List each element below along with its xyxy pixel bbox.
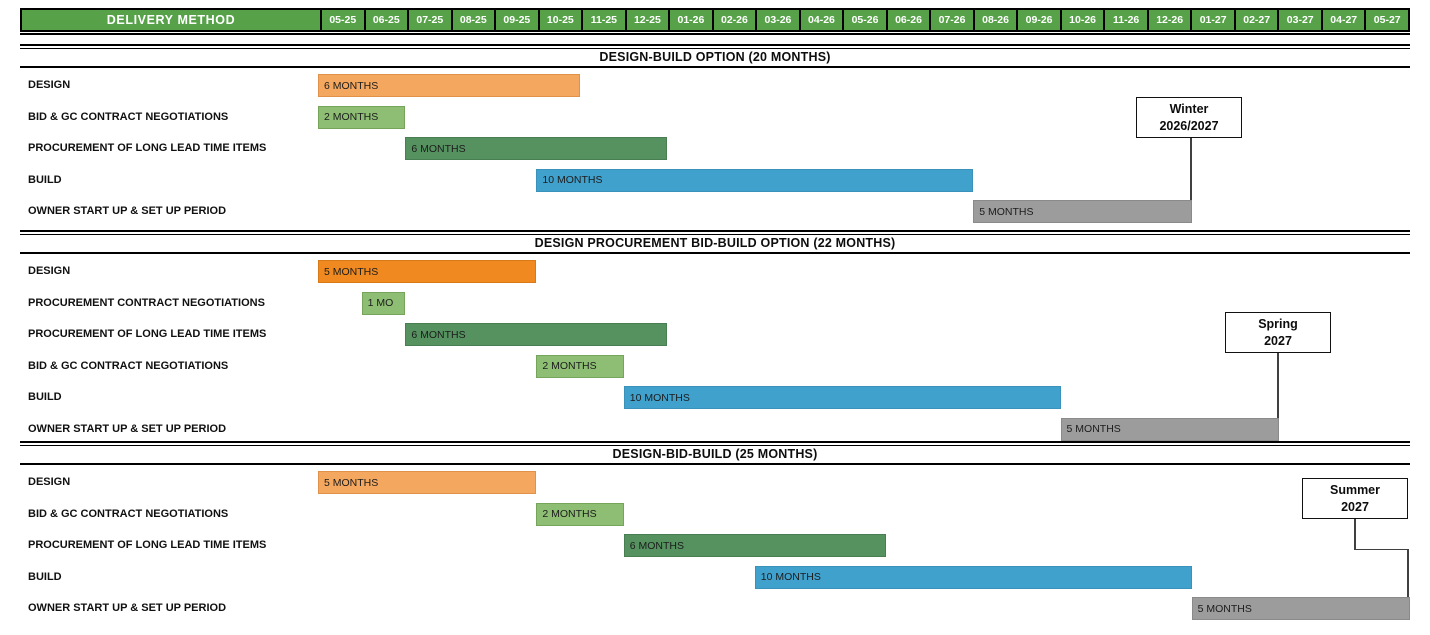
task-label: OWNER START UP & SET UP PERIOD <box>28 422 227 435</box>
month-header-cell: 12-25 <box>624 10 669 30</box>
month-header-cell: 10-25 <box>537 10 582 30</box>
task-label: OWNER START UP & SET UP PERIOD <box>28 602 227 614</box>
gantt-bar: 5 MONTHS <box>318 471 537 494</box>
month-header-cell: 03-26 <box>755 10 799 30</box>
task-label: DESIGN <box>28 265 71 277</box>
month-header-cell: 11-25 <box>581 10 625 30</box>
section-top-rule <box>20 441 1410 446</box>
month-header-cell: 05-25 <box>320 10 364 30</box>
gantt-bar: 5 MONTHS <box>1191 597 1410 620</box>
section-title: DESIGN-BUILD OPTION (20 MONTHS) <box>599 50 831 64</box>
task-label: PROCUREMENT OF LONG LEAD TIME ITEMS <box>28 328 267 340</box>
month-header-cell: 10-26 <box>1059 10 1104 30</box>
task-label: BID & GC CONTRACT NEGOTIATIONS <box>28 110 229 123</box>
gantt-bar: 1 MO <box>361 291 406 315</box>
month-header-cell: 09-26 <box>1016 10 1060 30</box>
gantt-bar: 2 MONTHS <box>536 354 624 378</box>
month-header-cell: 04-26 <box>798 10 843 30</box>
task-label: DESIGN <box>28 79 71 91</box>
month-header-cell: 06-26 <box>885 10 930 30</box>
month-header-cell: 03-27 <box>1277 10 1321 30</box>
section-bottom-rule <box>20 463 1410 465</box>
task-label: BID & GC CONTRACT NEGOTIATIONS <box>28 507 229 520</box>
task-label: BUILD <box>28 173 62 186</box>
month-header-cell: 08-25 <box>450 10 495 30</box>
callout-pointer-line <box>1190 138 1192 200</box>
gantt-bar: 10 MONTHS <box>623 386 1061 409</box>
gantt-bar: 5 MONTHS <box>973 200 1192 223</box>
month-header-cell: 05-26 <box>842 10 886 30</box>
section-bottom-rule <box>20 252 1410 254</box>
task-label: PROCUREMENT OF LONG LEAD TIME ITEMS <box>28 539 267 551</box>
header-underline <box>20 33 1410 35</box>
month-header-cell: 06-25 <box>363 10 408 30</box>
task-label: DESIGN <box>28 476 71 488</box>
section-title: DESIGN PROCUREMENT BID-BUILD OPTION (22 … <box>534 236 896 250</box>
gantt-bar: 5 MONTHS <box>318 260 537 283</box>
section-title: DESIGN-BID-BUILD (25 MONTHS) <box>612 447 818 461</box>
gantt-bar: 2 MONTHS <box>318 105 406 129</box>
callout-season-label: Spring <box>1258 317 1298 332</box>
gantt-bar: 5 MONTHS <box>1060 417 1279 441</box>
section-top-rule <box>20 230 1410 235</box>
month-header-cell: 07-26 <box>929 10 973 30</box>
task-label: PROCUREMENT OF LONG LEAD TIME ITEMS <box>28 142 267 154</box>
callout-year-label: 2027 <box>1264 333 1292 348</box>
month-header-cell: 01-27 <box>1190 10 1234 30</box>
callout-pointer-line <box>1407 548 1409 597</box>
month-header-cell: 09-25 <box>494 10 538 30</box>
month-header-cell: 11-26 <box>1103 10 1147 30</box>
callout-year-label: 2027 <box>1341 499 1369 514</box>
gantt-bar: 10 MONTHS <box>536 168 974 192</box>
month-header-cell: 07-25 <box>407 10 451 30</box>
gantt-bar: 6 MONTHS <box>405 137 668 160</box>
month-header-cell: 02-27 <box>1233 10 1278 30</box>
callout-pointer-line <box>1277 353 1279 418</box>
month-header-cell: 01-26 <box>668 10 712 30</box>
callout-season-label: Winter <box>1169 102 1209 117</box>
callout-season-label: Summer <box>1329 483 1381 498</box>
callout-year-label: 2026/2027 <box>1159 118 1219 133</box>
month-header-cell: 04-27 <box>1320 10 1365 30</box>
task-label: BUILD <box>28 570 62 583</box>
task-label: BUILD <box>28 391 62 403</box>
task-label: PROCUREMENT CONTRACT NEGOTIATIONS <box>28 296 265 309</box>
gantt-bar: 6 MONTHS <box>405 323 668 346</box>
gantt-bar: 10 MONTHS <box>754 565 1192 589</box>
month-header-cell: 08-26 <box>972 10 1017 30</box>
section-top-rule <box>20 44 1410 49</box>
task-label: OWNER START UP & SET UP PERIOD <box>28 205 227 217</box>
delivery-method-header-cell: DELIVERY METHOD <box>22 10 320 30</box>
month-header-cell: 05-27 <box>1364 10 1408 30</box>
gantt-bar: 6 MONTHS <box>318 74 581 97</box>
month-header-cell: 12-26 <box>1146 10 1191 30</box>
section-bottom-rule <box>20 66 1410 68</box>
gantt-bar: 6 MONTHS <box>623 534 886 557</box>
callout-pointer-line <box>1354 548 1409 550</box>
callout-pointer-line <box>1354 519 1356 550</box>
task-label: BID & GC CONTRACT NEGOTIATIONS <box>28 359 229 372</box>
month-header-cell: 02-26 <box>711 10 756 30</box>
gantt-bar: 2 MONTHS <box>536 502 624 526</box>
